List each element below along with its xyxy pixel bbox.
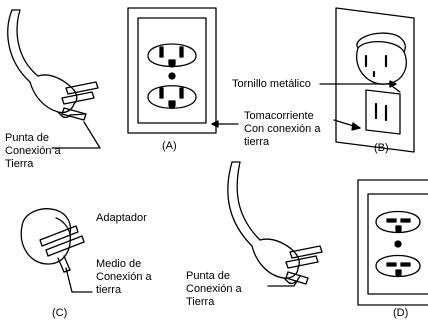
label-grounded-outlet: Tomacorriente Con conexión a tierra: [244, 110, 321, 148]
panel-label-c: (C): [52, 307, 68, 319]
panel-label-b: (B): [374, 142, 389, 154]
leader-plug-top: [51, 121, 101, 149]
label-adapter: Adaptador: [96, 212, 147, 224]
panel-label-d: (D): [393, 307, 409, 319]
label-plug-ground-prong-bottom: Punta de Conexión a Tierra: [186, 270, 242, 308]
leader-plug-bottom: [267, 275, 301, 287]
label-plug-ground-prong-top: Punta de Conexión a Tierra: [5, 132, 61, 170]
label-ground-means: Medio de Conexión a tierra: [96, 258, 152, 296]
panel-label-a: (A): [162, 140, 177, 152]
receptacle-a: [127, 7, 217, 134]
wall-plate-b: [335, 7, 415, 153]
grounded-plug-top: [7, 9, 99, 121]
grounded-plug-bottom: [227, 161, 323, 285]
leader-ground-means: [65, 267, 93, 293]
label-metal-screw: Tornillo metálico: [232, 78, 311, 90]
adapter-c: [20, 208, 85, 273]
receptacle-d: [357, 179, 428, 306]
